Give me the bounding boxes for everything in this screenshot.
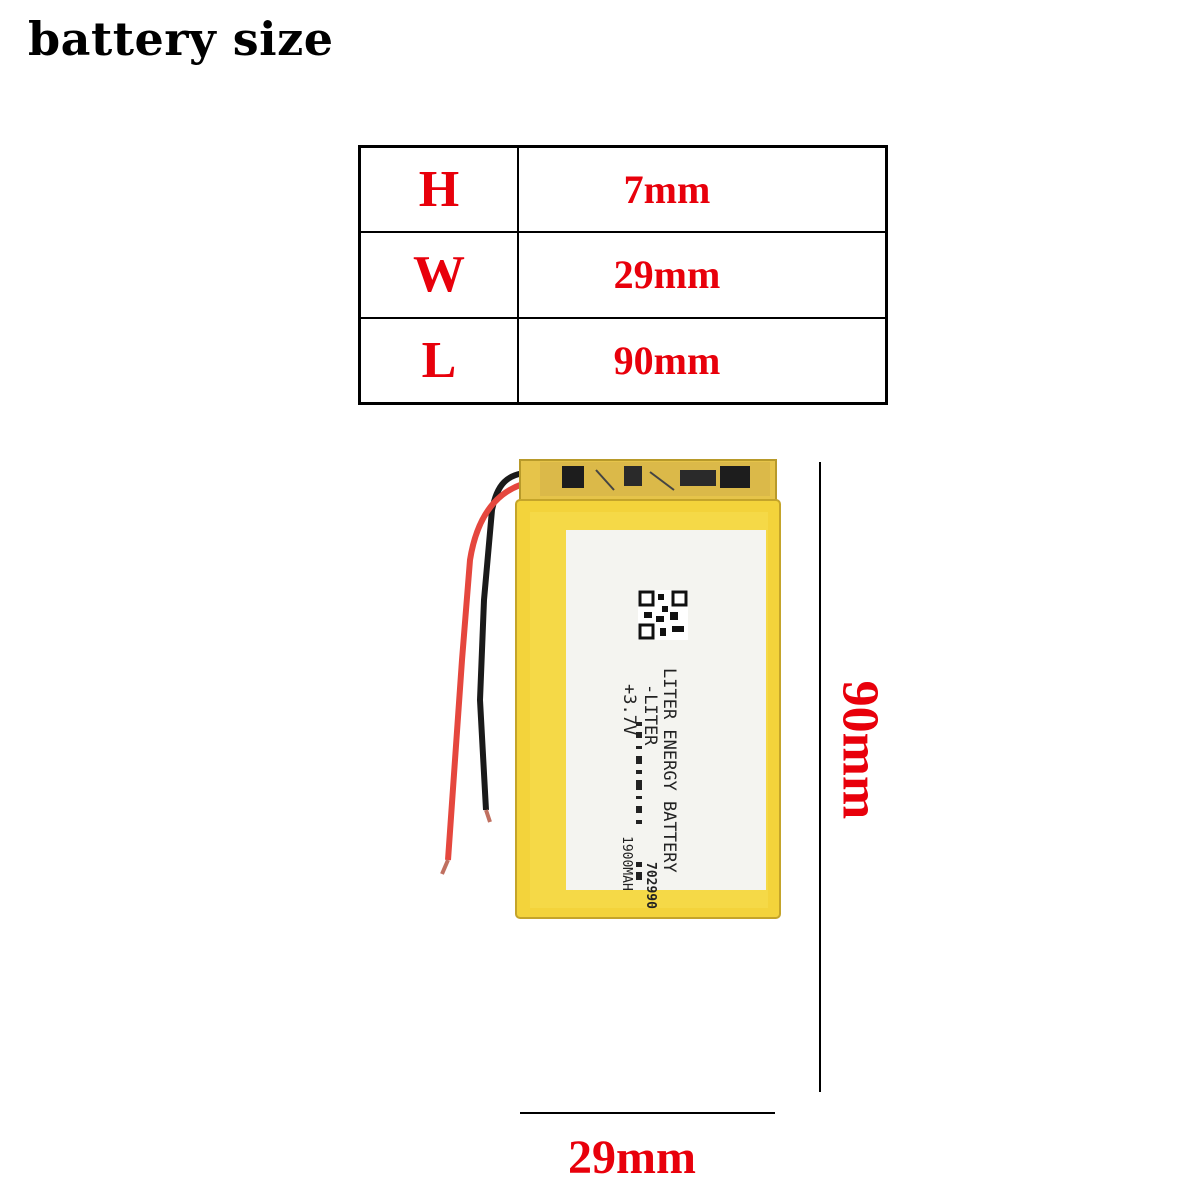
barcode-icon [636,722,642,880]
label-brand: LITER ENERGY BATTERY [659,668,679,873]
length-dimension-label: 90mm [831,680,889,820]
qr-code-icon [638,590,688,640]
table-row: H 7mm [358,145,888,234]
spec-value-w: 29mm [517,231,888,319]
spec-key-l: L [358,316,519,405]
label-sub: -LITER [640,684,660,746]
spec-value-l: 90mm [517,316,888,405]
label-capacity: 1900MAH [619,836,634,891]
battery-spec-table: H 7mm W 29mm L 90mm [358,145,888,405]
spec-key-h: H [358,145,519,234]
spec-value-h: 7mm [517,145,888,234]
width-dimension-label: 29mm [568,1131,696,1184]
label-voltage: +3.7V [619,684,639,735]
label-model: 702990 [643,862,658,909]
spec-key-w: W [358,231,519,319]
table-row: W 29mm [358,231,888,319]
table-row: L 90mm [358,316,888,405]
page-title: battery size [28,12,334,66]
battery-label: LITER ENERGY BATTERY -LITER +3.7V 702990… [566,530,766,909]
